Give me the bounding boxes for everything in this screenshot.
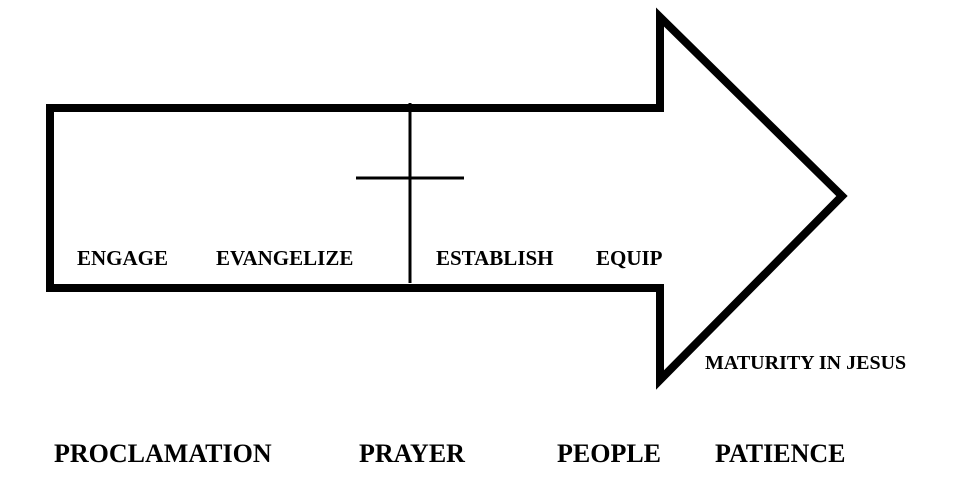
stage-evangelize: EVANGELIZE — [216, 246, 353, 270]
process-arrow — [46, 7, 848, 390]
stage-equip: EQUIP — [596, 246, 663, 270]
principle-patience: PATIENCE — [715, 439, 846, 468]
principle-proclamation: PROCLAMATION — [54, 439, 272, 468]
principle-people: PEOPLE — [557, 439, 661, 468]
principle-prayer: PRAYER — [359, 439, 465, 468]
stage-engage: ENGAGE — [77, 246, 168, 270]
cross-icon — [356, 103, 464, 283]
stage-establish: ESTABLISH — [436, 246, 554, 270]
goal-label: MATURITY IN JESUS — [705, 352, 906, 374]
